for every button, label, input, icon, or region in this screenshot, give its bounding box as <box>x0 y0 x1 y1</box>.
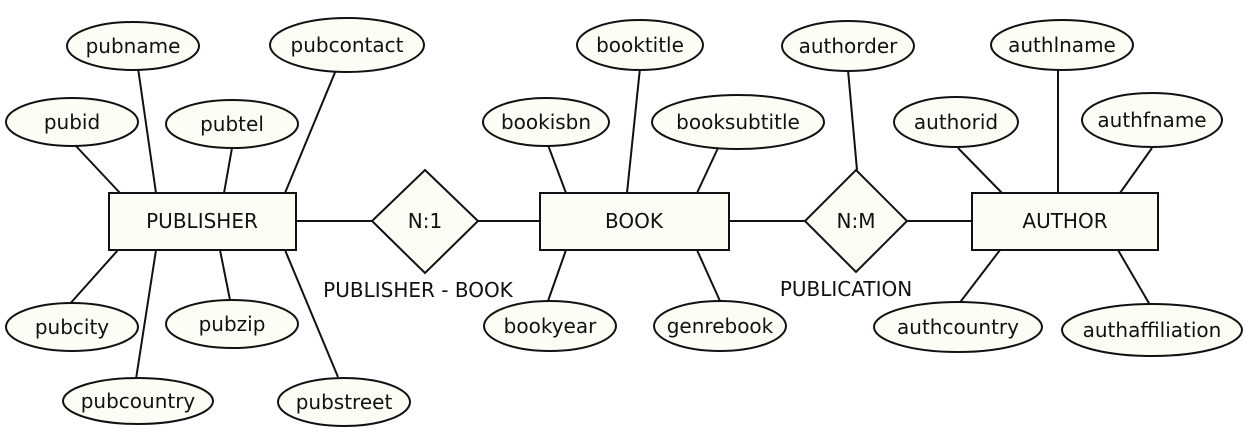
attribute-pubzip: pubzip <box>165 299 299 349</box>
attribute-authaffiliation: authaffiliation <box>1061 303 1243 357</box>
relationship-name: PUBLISHER - BOOK <box>323 278 514 302</box>
attribute-label: pubname <box>86 34 181 58</box>
attribute-pubcontact: pubcontact <box>269 17 425 73</box>
attribute-label: booksubtitle <box>676 110 800 134</box>
attribute-label: pubzip <box>199 312 266 336</box>
connectors <box>67 67 1153 380</box>
attribute-bookyear: bookyear <box>483 300 617 352</box>
attribute-label: pubcontact <box>291 33 404 57</box>
attribute-label: genrebook <box>667 314 774 338</box>
edge-authorder <box>847 69 858 171</box>
edge-authcountry <box>957 249 1001 306</box>
attribute-genrebook: genrebook <box>653 300 787 352</box>
attribute-label: bookisbn <box>501 110 591 134</box>
attribute-label: authorid <box>914 110 998 134</box>
relationship-publisher-book: N:1 PUBLISHER - BOOK <box>323 168 514 302</box>
edge-authaffiliation <box>1117 249 1151 306</box>
entity-author: AUTHOR <box>971 192 1159 251</box>
edge-pubid <box>74 144 121 194</box>
attribute-pubname: pubname <box>66 21 200 71</box>
edge-pubcity <box>67 249 119 307</box>
attribute-label: authcountry <box>897 315 1019 339</box>
attribute-pubtel: pubtel <box>165 99 299 149</box>
attribute-booktitle: booktitle <box>576 19 704 71</box>
attribute-label: pubstreet <box>296 390 393 414</box>
edge-booksubtitle <box>696 147 719 194</box>
attribute-label: authorder <box>799 34 899 58</box>
attribute-authcountry: authcountry <box>873 301 1043 353</box>
attribute-label: pubcountry <box>81 389 196 413</box>
edge-booktitle <box>626 67 641 194</box>
attribute-booksubtitle: booksubtitle <box>651 94 825 150</box>
edge-pubcontact <box>284 69 337 194</box>
attribute-bookisbn: bookisbn <box>482 97 610 147</box>
attribute-authorid: authorid <box>893 96 1019 148</box>
edge-authorid <box>957 147 1003 194</box>
attribute-label: authfname <box>1097 108 1206 132</box>
attribute-pubstreet: pubstreet <box>277 377 411 427</box>
edge-pubcountry <box>135 249 157 380</box>
entity-label: PUBLISHER <box>146 209 258 233</box>
attribute-label: authaffiliation <box>1083 318 1222 342</box>
attribute-pubcity: pubcity <box>5 302 139 352</box>
edge-genrebook <box>696 249 721 302</box>
attribute-label: pubid <box>44 110 100 134</box>
attribute-authorder: authorder <box>781 20 915 72</box>
attribute-pubid: pubid <box>5 97 139 147</box>
edge-bookyear <box>547 249 567 302</box>
entity-label: AUTHOR <box>1022 209 1107 233</box>
entity-publisher: PUBLISHER <box>108 192 297 251</box>
attribute-label: authlname <box>1008 33 1116 57</box>
relationship-name: PUBLICATION <box>780 277 912 301</box>
edge-pubname <box>137 67 157 194</box>
attribute-pubcountry: pubcountry <box>62 377 214 425</box>
attribute-label: pubcity <box>35 315 109 339</box>
attribute-authlname: authlname <box>990 19 1134 71</box>
edge-authfname <box>1119 147 1153 194</box>
edge-bookisbn <box>547 144 567 194</box>
attribute-label: bookyear <box>504 314 597 338</box>
relationship-publication: N:M PUBLICATION <box>780 168 912 301</box>
relationship-cardinality: N:1 <box>408 209 442 233</box>
entity-book: BOOK <box>539 192 730 251</box>
edge-pubstreet <box>284 249 339 378</box>
attribute-label: booktitle <box>596 33 684 57</box>
edge-pubtel <box>223 147 233 194</box>
attribute-label: pubtel <box>200 112 264 136</box>
edge-pubzip <box>219 249 231 301</box>
relationship-cardinality: N:M <box>837 209 876 233</box>
attribute-authfname: authfname <box>1081 92 1223 148</box>
entity-label: BOOK <box>605 209 664 233</box>
